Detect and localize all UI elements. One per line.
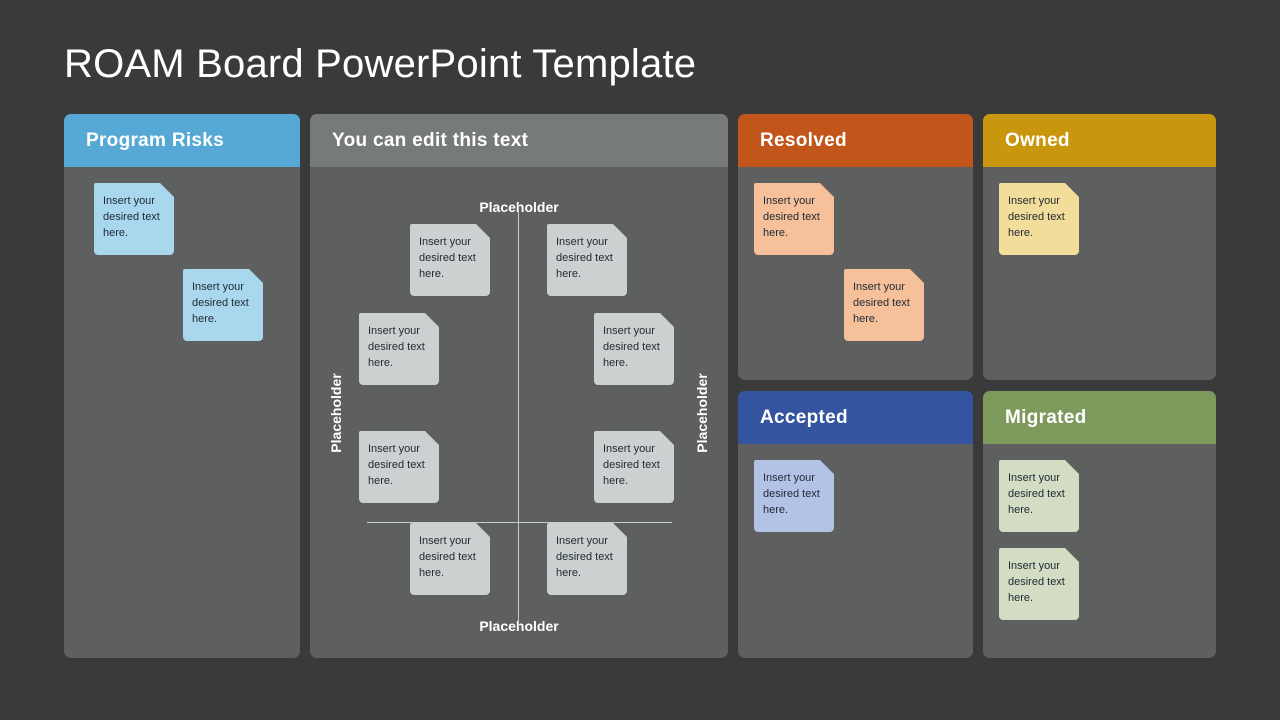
panel-matrix[interactable]: You can edit this text Placeholder Place…: [310, 114, 728, 658]
sticky-note[interactable]: Insert your desired text here.: [359, 431, 439, 503]
sticky-note[interactable]: Insert your desired text here.: [594, 431, 674, 503]
note-text: Insert your desired text here.: [192, 281, 249, 325]
note-text: Insert your desired text here.: [1008, 195, 1065, 239]
panel-accepted[interactable]: Accepted Insert your desired text here.: [738, 391, 973, 658]
note-text: Insert your desired text here.: [603, 443, 660, 487]
panel-body-migrated: Insert your desired text here. Insert yo…: [983, 444, 1216, 658]
panel-header-resolved: Resolved: [738, 114, 973, 167]
panel-migrated[interactable]: Migrated Insert your desired text here. …: [983, 391, 1216, 658]
note-text: Insert your desired text here.: [1008, 560, 1065, 604]
sticky-note[interactable]: Insert your desired text here.: [754, 460, 834, 532]
panel-title-resolved: Resolved: [760, 129, 847, 151]
sticky-note[interactable]: Insert your desired text here.: [94, 183, 174, 255]
panel-title-owned: Owned: [1005, 129, 1070, 151]
matrix-label-right: Placeholder: [694, 372, 710, 453]
panel-title-program-risks: Program Risks: [86, 129, 225, 151]
sticky-note[interactable]: Insert your desired text here.: [594, 313, 674, 385]
matrix-label-bottom: Placeholder: [479, 618, 559, 634]
panel-title-matrix: You can edit this text: [332, 129, 529, 151]
panel-header-accepted: Accepted: [738, 391, 973, 444]
panel-body-program-risks: Insert your desired text here. Insert yo…: [64, 167, 300, 658]
panel-header-migrated: Migrated: [983, 391, 1216, 444]
note-text: Insert your desired text here.: [763, 195, 820, 239]
sticky-note[interactable]: Insert your desired text here.: [410, 523, 490, 595]
panel-title-migrated: Migrated: [1005, 406, 1087, 428]
note-text: Insert your desired text here.: [368, 443, 425, 487]
page-title: ROAM Board PowerPoint Template: [64, 42, 697, 86]
panel-header-program-risks: Program Risks: [64, 114, 300, 167]
note-text: Insert your desired text here.: [1008, 472, 1065, 516]
sticky-note[interactable]: Insert your desired text here.: [410, 224, 490, 296]
panel-program-risks[interactable]: Program Risks Insert your desired text h…: [64, 114, 300, 658]
note-text: Insert your desired text here.: [853, 281, 910, 325]
matrix-horizontal-axis: [367, 522, 672, 523]
sticky-note[interactable]: Insert your desired text here.: [999, 460, 1079, 532]
matrix-vertical-axis: [518, 202, 519, 627]
sticky-note[interactable]: Insert your desired text here.: [999, 548, 1079, 620]
note-text: Insert your desired text here.: [763, 472, 820, 516]
matrix-label-top: Placeholder: [479, 199, 559, 215]
note-text: Insert your desired text here.: [419, 236, 476, 280]
note-text: Insert your desired text here.: [556, 535, 613, 579]
note-text: Insert your desired text here.: [419, 535, 476, 579]
sticky-note[interactable]: Insert your desired text here.: [844, 269, 924, 341]
sticky-note[interactable]: Insert your desired text here.: [359, 313, 439, 385]
sticky-note[interactable]: Insert your desired text here.: [754, 183, 834, 255]
panel-body-accepted: Insert your desired text here.: [738, 444, 973, 658]
matrix-quadrant-area: Placeholder Placeholder Placeholder Plac…: [310, 167, 728, 658]
note-text: Insert your desired text here.: [368, 325, 425, 369]
sticky-note[interactable]: Insert your desired text here.: [547, 523, 627, 595]
sticky-note[interactable]: Insert your desired text here.: [999, 183, 1079, 255]
matrix-label-left: Placeholder: [328, 372, 344, 453]
panel-header-owned: Owned: [983, 114, 1216, 167]
panel-header-matrix: You can edit this text: [310, 114, 728, 167]
panel-owned[interactable]: Owned Insert your desired text here.: [983, 114, 1216, 380]
sticky-note[interactable]: Insert your desired text here.: [183, 269, 263, 341]
note-text: Insert your desired text here.: [556, 236, 613, 280]
panel-resolved[interactable]: Resolved Insert your desired text here. …: [738, 114, 973, 380]
panel-body-matrix: Placeholder Placeholder Placeholder Plac…: [310, 167, 728, 658]
note-text: Insert your desired text here.: [103, 195, 160, 239]
panel-body-owned: Insert your desired text here.: [983, 167, 1216, 380]
panel-title-accepted: Accepted: [760, 406, 848, 428]
sticky-note[interactable]: Insert your desired text here.: [547, 224, 627, 296]
note-text: Insert your desired text here.: [603, 325, 660, 369]
panel-body-resolved: Insert your desired text here. Insert yo…: [738, 167, 973, 380]
